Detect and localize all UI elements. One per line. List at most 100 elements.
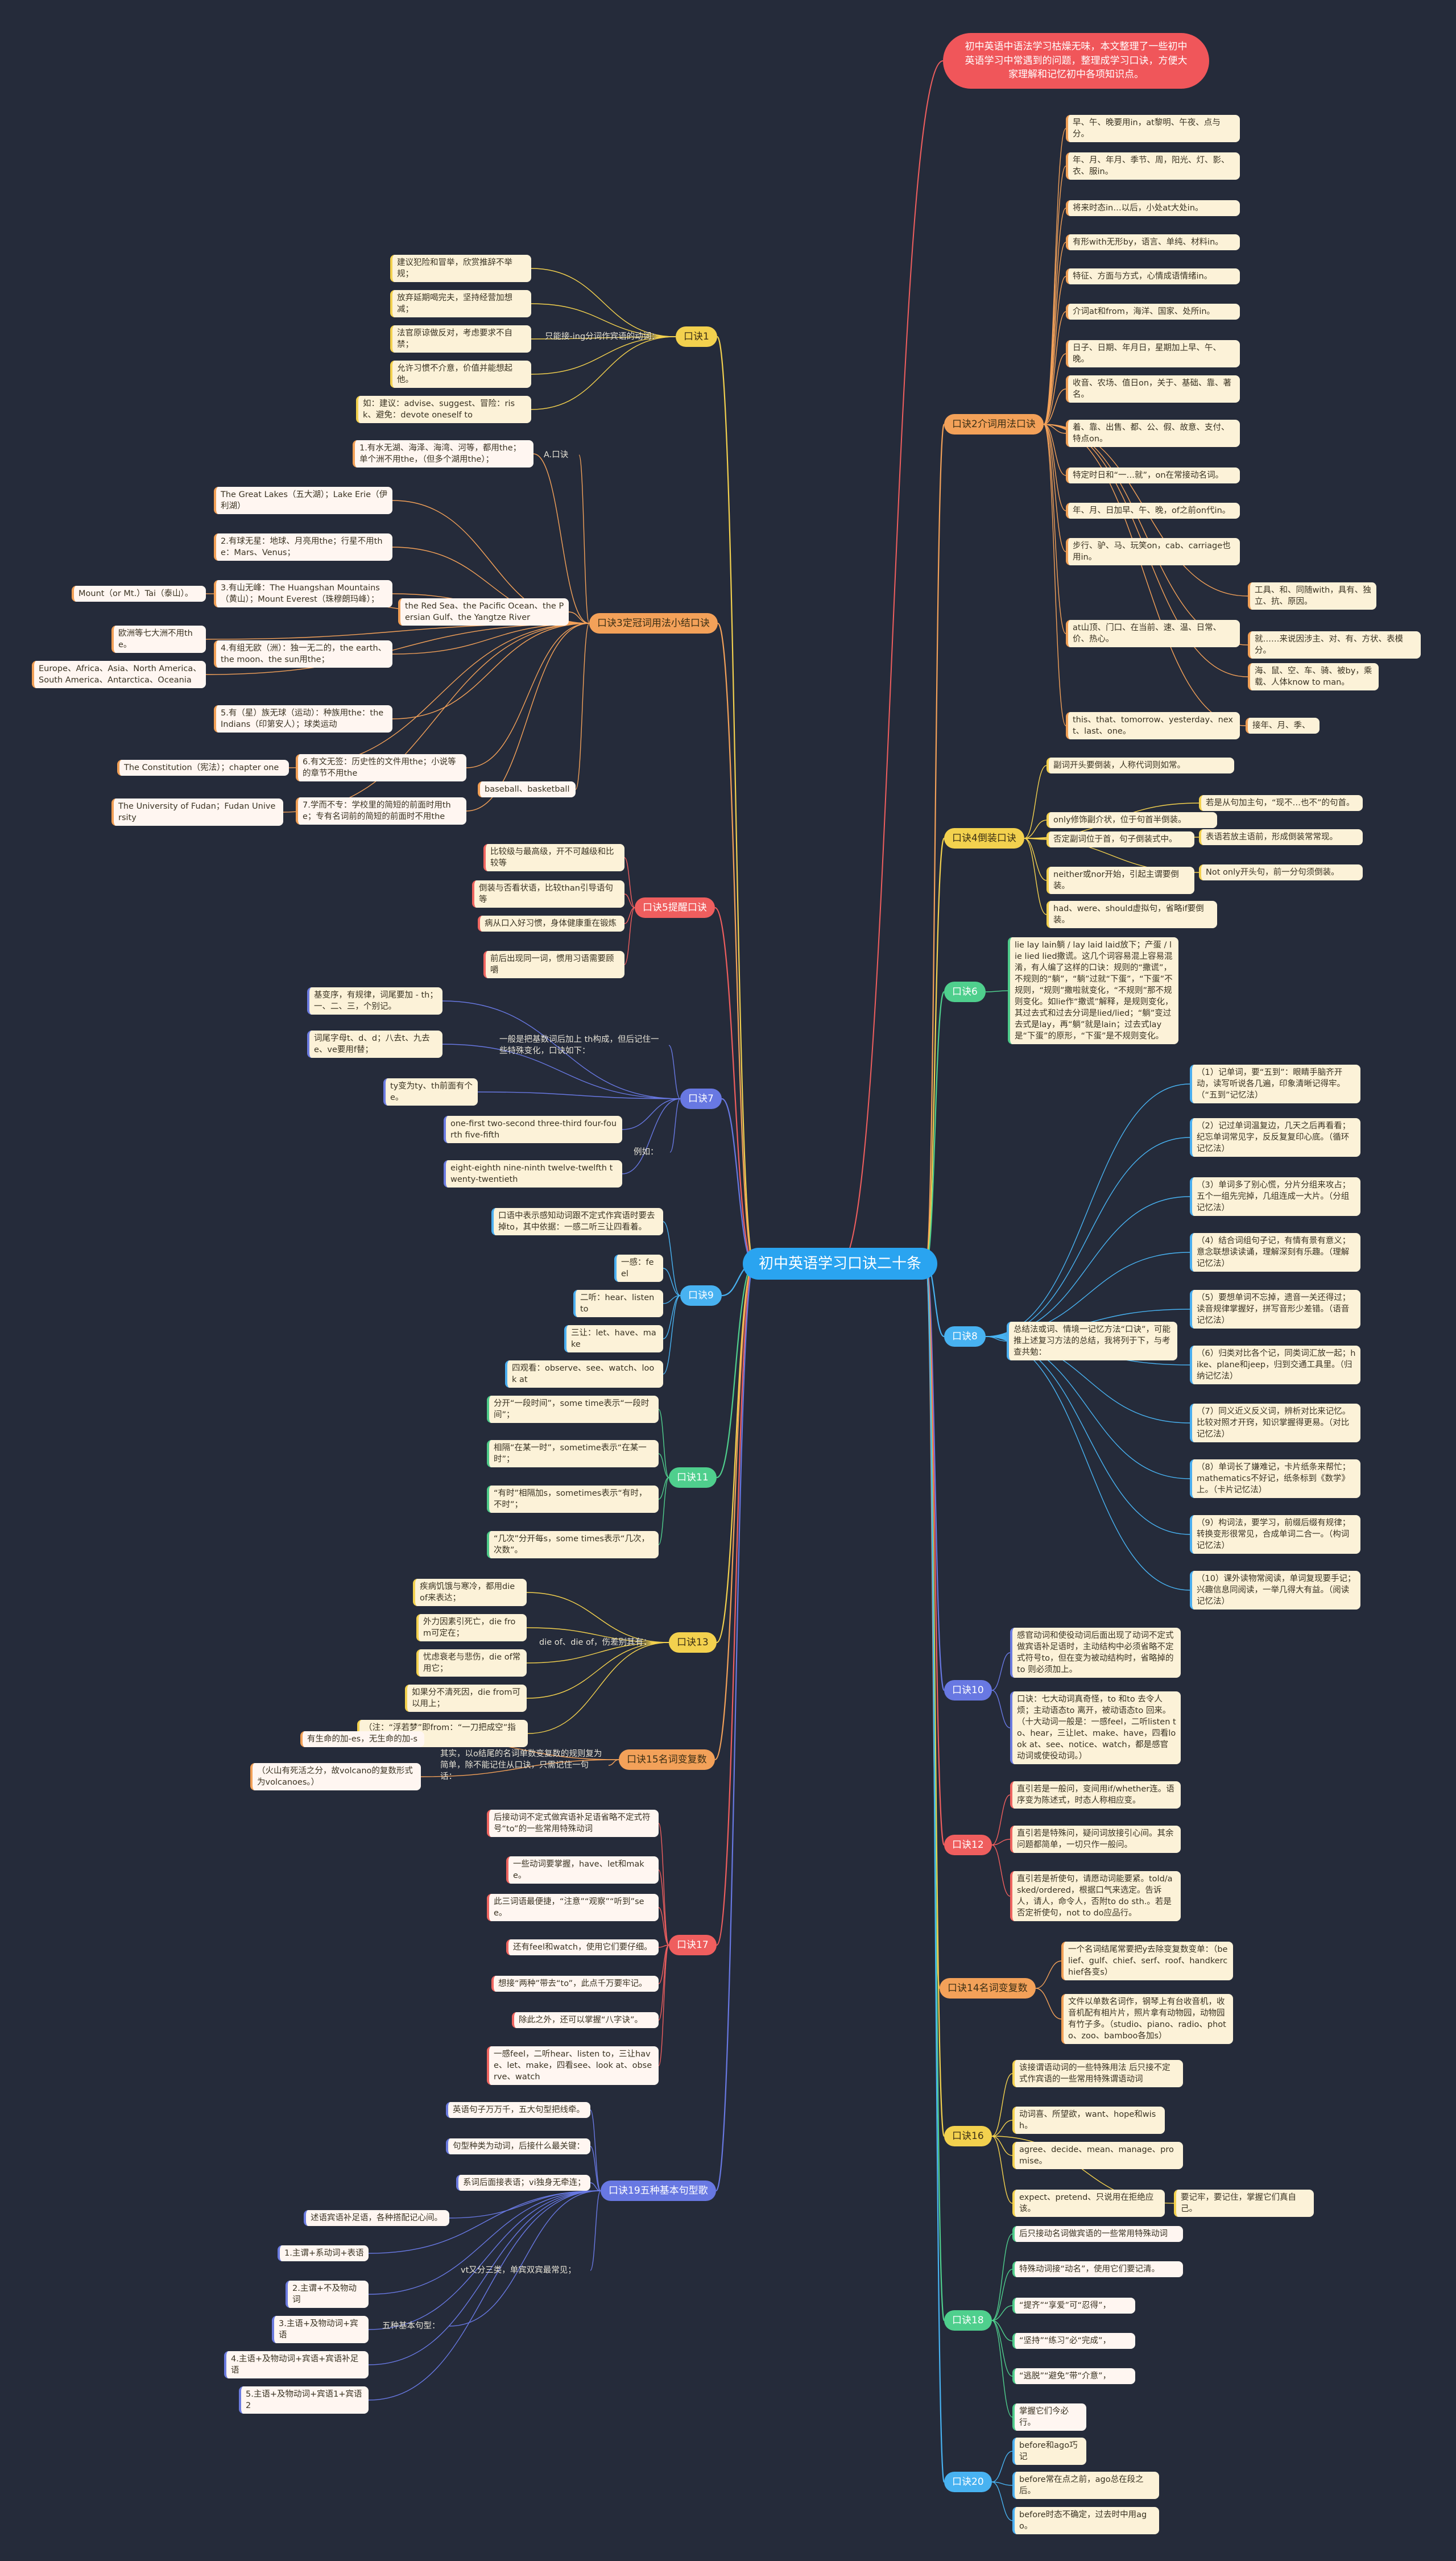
k2-item[interactable]: 将来时态in…以后，小处at大处in。: [1066, 200, 1240, 216]
k2-item[interactable]: 接年、月、季、: [1246, 718, 1320, 734]
k12-item[interactable]: 直引若是特殊问，疑问词放接引心间。其余问题都简单，一切只作一般问。: [1010, 1826, 1181, 1853]
k4-subitem[interactable]: 表语若放主语前，形成倒装常常现。: [1199, 829, 1363, 845]
k10-item[interactable]: 感官动词和使役动词后面出现了动词不定式做宾语补足语时，主动结构中必须省略不定式符…: [1010, 1628, 1181, 1678]
k2-item[interactable]: 有形with无形by，语言、单纯、材料in。: [1066, 234, 1240, 250]
k7-item[interactable]: 词尾字母t、d、d；八去t、九去e、ve要用f替；: [307, 1031, 442, 1058]
k2-item[interactable]: 步行、驴、马、玩笑on，cab、carriage也用in。: [1066, 538, 1240, 565]
k8-method[interactable]: （8）单词长了嫌难记，卡片纸条来帮忙；mathematics不好记，纸条标到《数…: [1190, 1459, 1360, 1498]
branch-k6[interactable]: 口诀6: [944, 982, 986, 1002]
k9-item[interactable]: 口语中表示感知动词跟不定式作宾语时要去掉to，其中依据：一感二听三让四看着。: [491, 1208, 663, 1235]
k17-item[interactable]: 除此之外，还可以掌握“八字诀”。: [512, 2012, 659, 2028]
k2-subitem[interactable]: 海、鼠、空、车、骑、被by，乘载、人体know to man。: [1248, 663, 1379, 690]
k17-item[interactable]: 此三词语最便捷，“注意”“观察”“听到”see。: [487, 1894, 659, 1921]
branch-k7[interactable]: 口诀7: [680, 1089, 722, 1109]
k9-item[interactable]: 四观看：observe、see、watch、look at: [505, 1360, 663, 1388]
k19-pattern[interactable]: 1.主谓+系动词+表语: [278, 2245, 369, 2261]
k18-item[interactable]: 后只接动名词做宾语的一些常用特殊动词: [1012, 2226, 1183, 2242]
k17-item[interactable]: 想接“两种”带去“to”，此点千万要牢记。: [491, 1976, 659, 1992]
k4-subitem[interactable]: 若是从句加主句，“现不…也不”的句首。: [1199, 795, 1363, 811]
k2-item[interactable]: 介词at和from，海洋、国家、处所in。: [1066, 304, 1240, 320]
k8-method[interactable]: （7）同义近义反义词，辨析对比来记忆。比较对照才开窍，知识掌握得更易。（对比记忆…: [1190, 1404, 1360, 1442]
k8-method[interactable]: （2）记过单词温复边，几天之后再看看；纪忘单词常见字，反反复复印心底。（循环记忆…: [1190, 1118, 1360, 1157]
k8-method[interactable]: （5）要想单词不忘掉，遗音一关还得过；读音规律掌握好，拼写音形少差错。（语音记忆…: [1190, 1290, 1360, 1329]
k9-item[interactable]: 三让：let、have、make: [564, 1325, 663, 1352]
k12-item[interactable]: 直引若是一般问，变间用if/whether连。语序变为陈述式，时态人称相应变。: [1010, 1781, 1181, 1809]
k3-point[interactable]: 7.学而不专：学校里的简短的前面时用the；专有名词前的简短的前面时不用the: [296, 797, 466, 825]
k16-item[interactable]: agree、decide、mean、manage、promise。: [1012, 2142, 1183, 2169]
k2-subitem[interactable]: 就……来说因涉主、对、有、方状、表模分。: [1248, 631, 1421, 659]
k8-intro[interactable]: 总结法或词、情境一记忆方法“口诀”，可能推上述复习方法的总结，我将列于下，与考查…: [1007, 1322, 1177, 1360]
k3-example[interactable]: Europe、Africa、Asia、North America、South A…: [32, 661, 206, 688]
k2-subitem[interactable]: 工具、和、同随with，具有、独立、抗、原因。: [1248, 582, 1376, 610]
k20-item[interactable]: before和ago巧记: [1012, 2438, 1086, 2465]
k1-item[interactable]: 如：建议：advise、suggest、冒险：risk、避免：devote on…: [356, 396, 531, 423]
k4-item[interactable]: 否定副词位于首，句子倒装式中。: [1046, 831, 1194, 847]
k2-item[interactable]: 年、月、年月、季节、周，阳光、灯、影、衣、服in。: [1066, 152, 1240, 180]
k7-example[interactable]: one-first two-second three-third four-fo…: [444, 1116, 622, 1143]
k7-item[interactable]: ty变为ty、th前面有个e。: [383, 1078, 478, 1106]
k3-lakes[interactable]: The Great Lakes（五大湖）；Lake Erie（伊利湖）: [214, 487, 392, 514]
k3-ball[interactable]: baseball、basketball: [478, 781, 576, 797]
k2-item[interactable]: this、that、tomorrow、yesterday、next、last、o…: [1066, 712, 1240, 739]
k9-item[interactable]: 二听：hear、listen to: [573, 1290, 663, 1317]
k4-item[interactable]: 副词开头要倒装，人称代词则如常。: [1046, 758, 1234, 773]
k8-method[interactable]: （4）结合词组句子记，有情有景有意义；意念联想读读诵，理解深刻有乐趣。（理解记忆…: [1190, 1233, 1360, 1272]
k7-example[interactable]: eight-eighth nine-ninth twelve-twelfth t…: [444, 1160, 622, 1188]
k14-item[interactable]: 文件以单数名词作，钢琴上有台收音机，收音机配有相片片，照片拿有动物园，动物园有竹…: [1061, 1994, 1233, 2044]
branch-k2[interactable]: 口诀2介词用法口诀: [944, 414, 1044, 435]
k13-item[interactable]: 如果分不清死因，die from可以用上；: [405, 1685, 527, 1712]
k8-method[interactable]: （3）单词多了别心慌，分片分组来攻占；五个一组先完掉，几组连成一大片。（分组记忆…: [1190, 1177, 1360, 1216]
k8-method[interactable]: （10）课外读物常阅读，单词复现要手记；兴趣信息同阅读，一举几得大有益。（阅读记…: [1190, 1571, 1360, 1610]
k19-pattern[interactable]: 5.主语+及物动词+宾语1+宾语2: [239, 2386, 369, 2414]
k1-item[interactable]: 法官原谅做反对，考虑要求不自禁；: [390, 325, 531, 353]
branch-k16[interactable]: 口诀16: [944, 2126, 992, 2146]
branch-k17[interactable]: 口诀17: [669, 1935, 717, 1955]
k18-item[interactable]: “提齐”“享爱”可“忍得”，: [1012, 2298, 1135, 2314]
k10-item[interactable]: 口诀：七大动词真奇怪，to 和to 去令人烦；主动语态to 离开，被动语态to …: [1010, 1691, 1181, 1764]
branch-k15[interactable]: 口诀15名词变复数: [619, 1749, 715, 1770]
k11-item[interactable]: 分开“一段时间”，some time表示“一段时间”；: [487, 1396, 659, 1423]
k16-item[interactable]: 该接谓语动词的一些特殊用法 后只接不定式作宾语的一些常用特殊谓语动词: [1012, 2060, 1183, 2087]
k9-item[interactable]: 一感：feel: [614, 1255, 663, 1282]
k2-item[interactable]: 收音、农场、值日on，关于、基础、靠、著名。: [1066, 375, 1240, 403]
k3-point[interactable]: 4.有组无欧（洲）：独一无二的，the earth、the moon、the s…: [214, 640, 392, 668]
k2-item[interactable]: 年、月、日加早、午、晚，of之前on代in。: [1066, 503, 1240, 519]
k13-item[interactable]: 忧虑衰老与悲伤，die of常用它；: [416, 1649, 527, 1677]
k8-method[interactable]: （9）构词法，要学习，前缀后缀有规律；转换变形很常见，合成单词二合一。（构词记忆…: [1190, 1515, 1360, 1554]
k4-item[interactable]: had、were、should虚拟句，省略if要倒装。: [1046, 901, 1217, 928]
k14-item[interactable]: 一个名词结尾常要把y去除变复数变单：（belief、gulf、chief、ser…: [1061, 1942, 1233, 1980]
branch-k1[interactable]: 口诀1: [676, 326, 717, 347]
k15-item[interactable]: （火山有死活之分，故volcano的复数形式为volcanoes。）: [250, 1763, 421, 1790]
branch-k18[interactable]: 口诀18: [944, 2310, 992, 2331]
k16-item[interactable]: expect、pretend、只说用在拒绝应该。: [1012, 2190, 1165, 2217]
k3-example[interactable]: The University of Fudan；Fudan University: [111, 798, 283, 826]
k11-item[interactable]: 相隔“在某一时”，sometime表示“在某一时”；: [487, 1440, 659, 1467]
k19-subheading[interactable]: 述语宾语补足语，各种搭配记心间。: [304, 2210, 449, 2226]
branch-k11[interactable]: 口诀11: [669, 1467, 717, 1488]
k3-example[interactable]: 欧洲等七大洲不用the。: [111, 626, 206, 653]
root-topic[interactable]: 初中英语学习口诀二十条: [743, 1248, 938, 1280]
k3-point[interactable]: 6.有文无签：历史性的文件用the；小说等的章节不用the: [296, 754, 466, 781]
k17-item[interactable]: 一感feel，二听hear、listen to，三让have、let、make，…: [487, 2046, 659, 2085]
k2-item[interactable]: 日子、日期、年月日，星期加上早、午、晚。: [1066, 340, 1240, 367]
k17-item[interactable]: 后接动词不定式做宾语补足语省略不定式符号“to”的一些常用特殊动词: [487, 1810, 659, 1837]
k4-item[interactable]: only修饰副介状，位于句首半倒装。: [1046, 812, 1217, 828]
k3-seas[interactable]: the Red Sea、the Pacific Ocean、the Persia…: [398, 598, 569, 626]
branch-k4[interactable]: 口诀4倒装口诀: [944, 828, 1024, 849]
k16-subitem[interactable]: 要记牢，要记住，掌握它们真自己。: [1174, 2190, 1314, 2217]
k18-item[interactable]: 掌握它们今必行。: [1012, 2403, 1086, 2431]
k2-item[interactable]: 着、靠、出售、都、公、假、故意、支付、特点on。: [1066, 420, 1240, 447]
branch-k13[interactable]: 口诀13: [669, 1632, 717, 1653]
intro-note[interactable]: 初中英语中语法学习枯燥无味，本文整理了一些初中英语学习中常遇到的问题，整理成学习…: [943, 33, 1209, 89]
k5-item[interactable]: 前后出现同一词，惯用习语需要顾嚼: [483, 951, 624, 978]
k1-item[interactable]: 建议犯险和冒举，欣赏推辞不举规；: [390, 255, 531, 282]
k1-item[interactable]: 允许习惯不介意，价值并能想起他。: [390, 361, 531, 388]
k20-item[interactable]: before常在点之前，ago总在段之后。: [1012, 2472, 1159, 2499]
branch-k3[interactable]: 口诀3定冠词用法小结口诀: [589, 613, 718, 634]
k15-item[interactable]: 有生命的加-es，无生命的加-s: [300, 1731, 424, 1747]
k7-item[interactable]: 基变序，有规律，词尾要加 - th；一、二、三，个别记。: [307, 987, 442, 1015]
branch-k14[interactable]: 口诀14名词变复数: [940, 1978, 1036, 1999]
k3-example[interactable]: Mount（or Mt.）Tai（泰山）。: [72, 586, 206, 602]
branch-k12[interactable]: 口诀12: [944, 1835, 992, 1855]
k18-item[interactable]: 特殊动词接“动名”，使用它们要记清。: [1012, 2261, 1183, 2277]
